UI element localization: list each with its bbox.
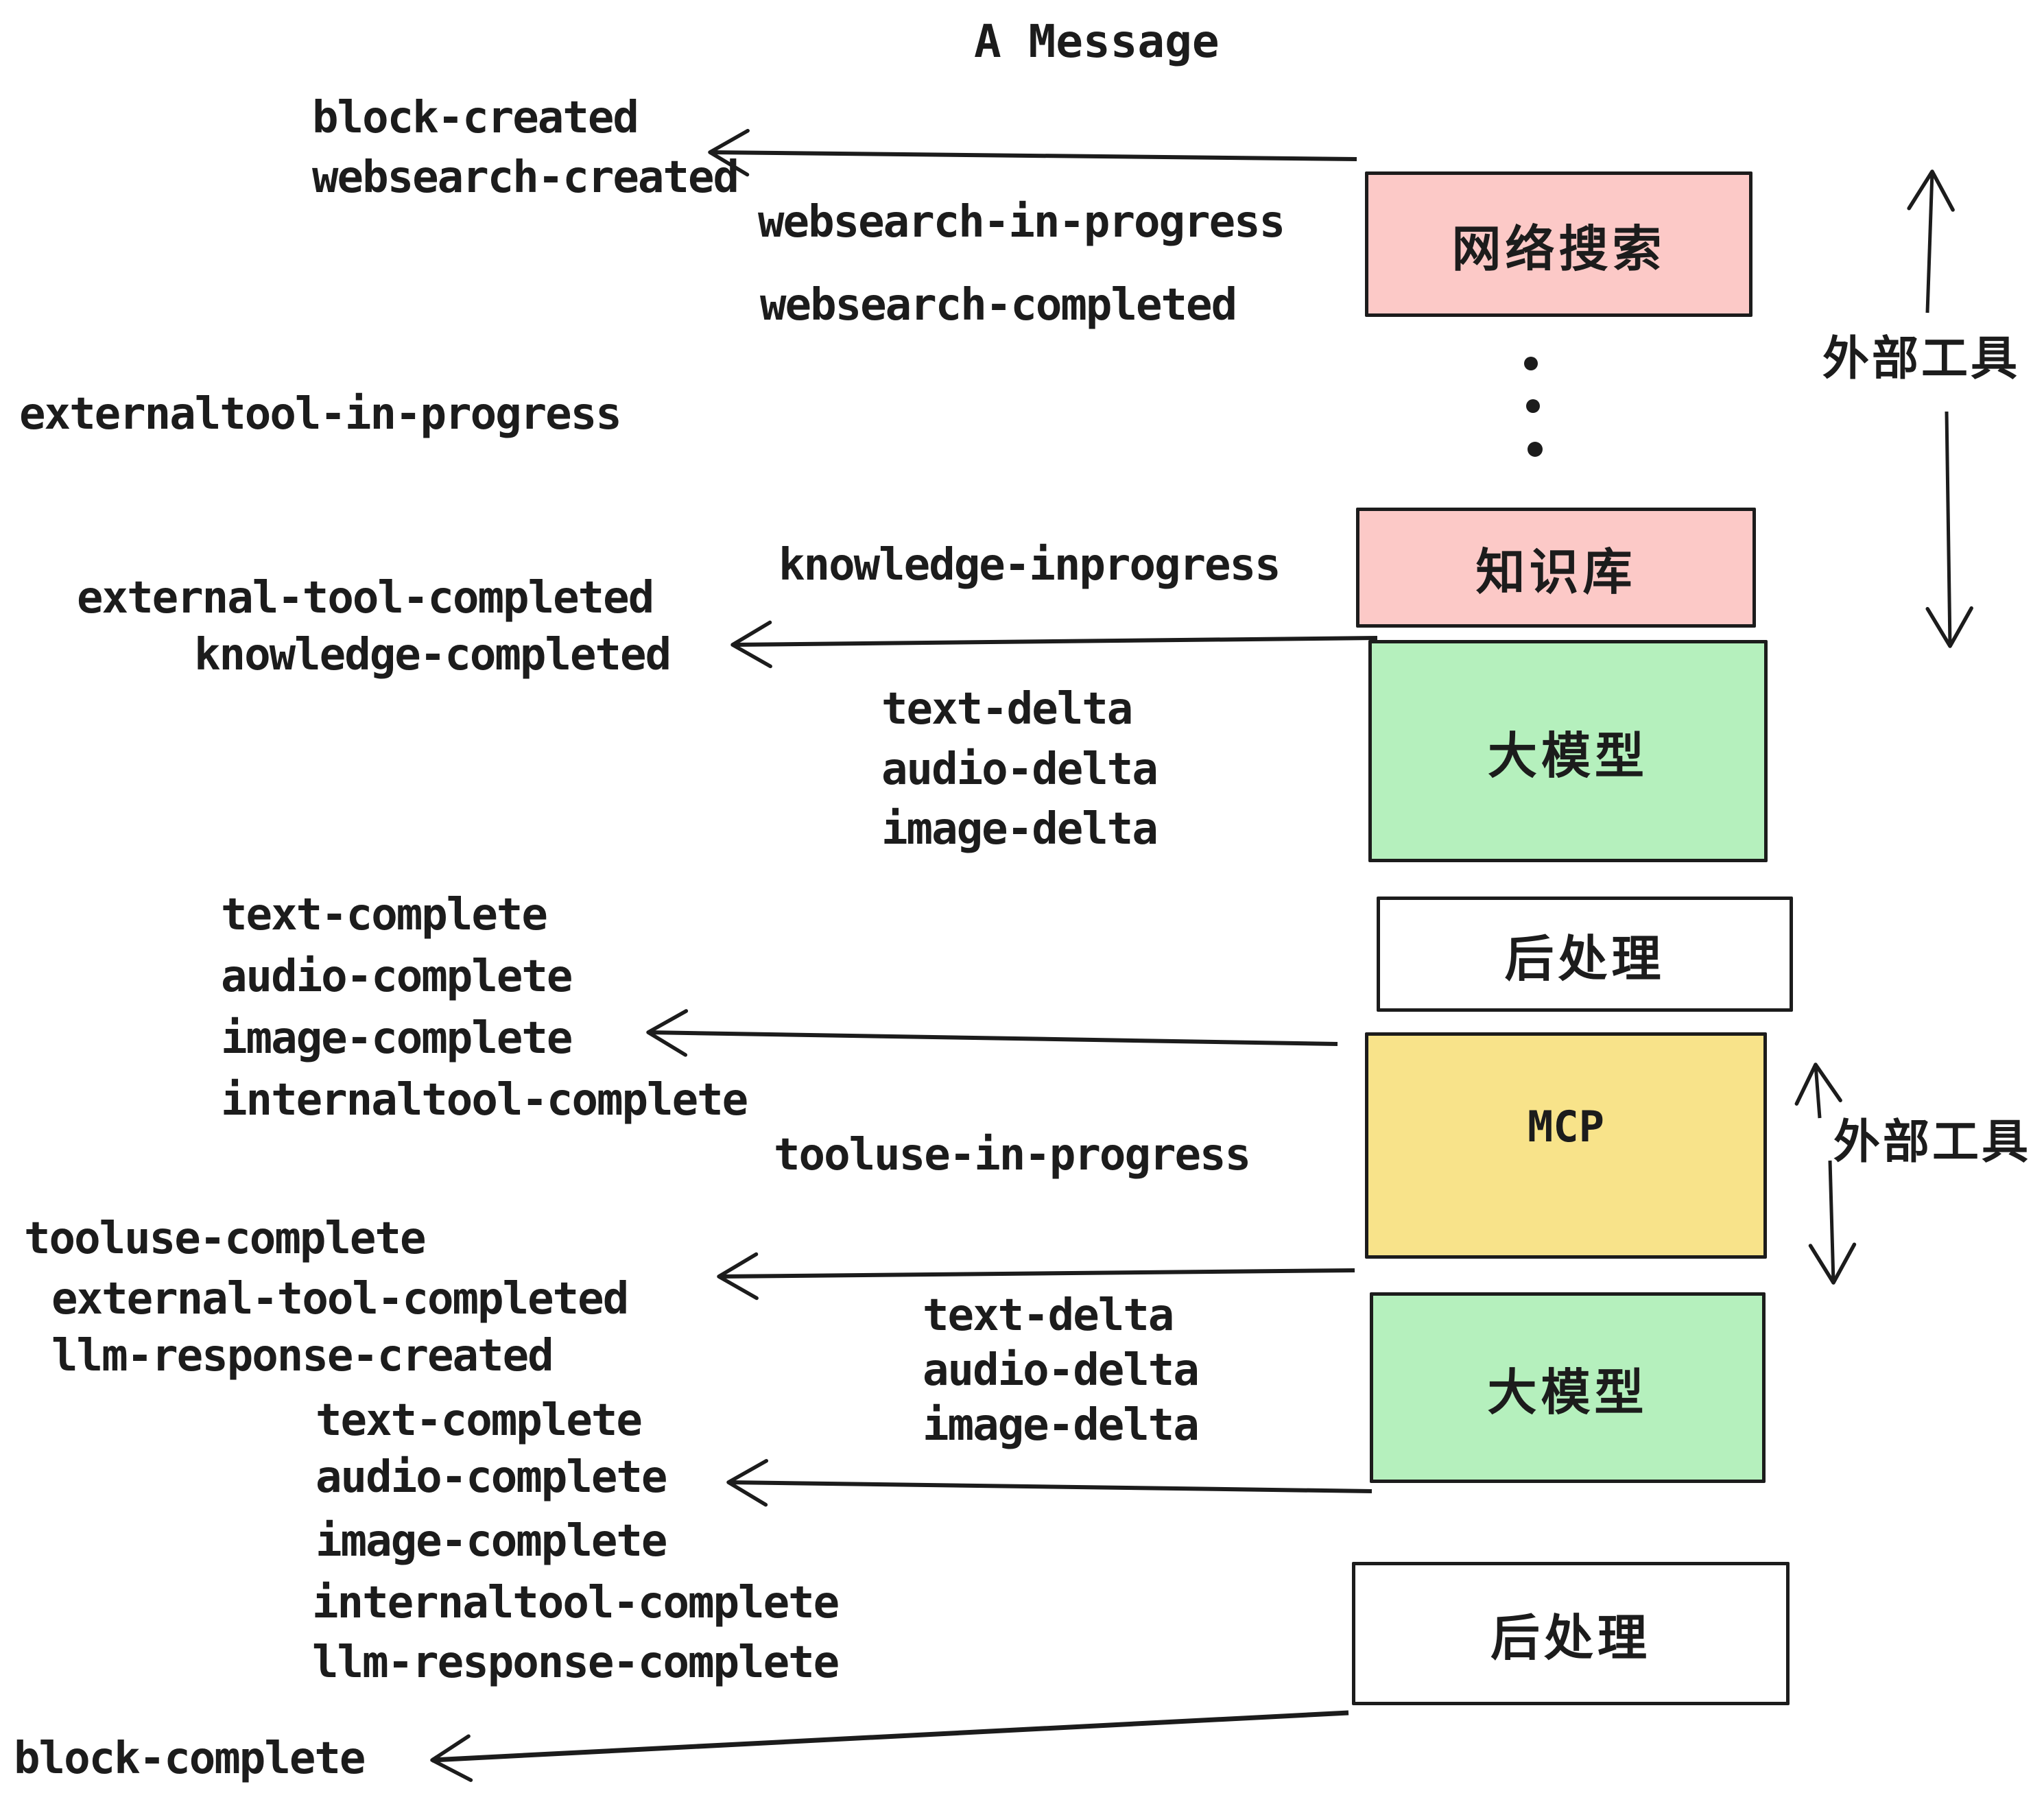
event-tooluse-in-progress: tooluse-in-progress [774, 1130, 1251, 1180]
box-label: 大模型 [1487, 1363, 1648, 1421]
event-internaltool-complete-2: internaltool-complete [312, 1578, 840, 1628]
ellipsis-dot-icon [1528, 442, 1543, 457]
box-postprocess-1: 后处理 [1377, 897, 1793, 1012]
arrow-down-icon [1808, 1160, 1857, 1285]
box-label: 大模型 [1487, 726, 1648, 785]
event-internaltool-complete: internaltool-complete [221, 1075, 748, 1126]
arrow-left-icon [646, 1009, 1338, 1057]
event-image-complete: image-complete [221, 1013, 573, 1064]
box-knowledge: 知识库 [1356, 508, 1756, 628]
event-text-delta-2: text-delta [923, 1290, 1174, 1341]
event-llm-response-complete: llm-response-complete [312, 1637, 840, 1688]
event-websearch-completed: websearch-completed [760, 280, 1237, 331]
box-mcp: MCP [1365, 1032, 1767, 1259]
ellipsis-dot-icon [1526, 399, 1540, 413]
event-text-complete-2: text-complete [316, 1395, 643, 1446]
event-external-tool-completed: external-tool-completed [77, 573, 654, 624]
event-image-complete-2: image-complete [316, 1516, 667, 1567]
page-title: A Message [974, 15, 1220, 68]
box-label: 后处理 [1504, 929, 1665, 988]
box-label: MCP [1528, 1101, 1604, 1152]
arrow-left-icon [730, 620, 1378, 669]
box-label: 网络搜索 [1451, 219, 1666, 278]
external-tools-annotation-2: 外部工具 [1833, 1115, 2032, 1170]
arrow-left-icon [726, 1459, 1372, 1507]
event-text-delta: text-delta [881, 684, 1133, 735]
event-audio-delta: audio-delta [881, 744, 1158, 795]
event-text-complete: text-complete [221, 890, 548, 940]
arrow-down-icon [1925, 411, 1973, 648]
event-block-created: block-created [312, 93, 639, 143]
event-llm-response-created: llm-response-created [51, 1331, 554, 1381]
event-audio-complete: audio-complete [221, 951, 573, 1002]
arrow-up-icon [1907, 169, 1955, 313]
event-externaltool-in-progress: externaltool-in-progress [19, 389, 622, 440]
event-image-delta-2: image-delta [923, 1400, 1200, 1451]
box-websearch: 网络搜索 [1365, 171, 1752, 317]
arrow-left-icon [430, 1710, 1349, 1782]
event-block-complete: block-complete [14, 1733, 366, 1784]
arrow-left-icon [717, 1252, 1355, 1301]
ellipsis-dot-icon [1524, 357, 1538, 370]
event-knowledge-completed: knowledge-completed [194, 630, 672, 680]
event-websearch-created: websearch-created [312, 152, 739, 203]
event-websearch-in-progress: websearch-in-progress [758, 197, 1285, 248]
event-tooluse-complete: tooluse-complete [24, 1213, 426, 1264]
box-llm-1: 大模型 [1368, 640, 1768, 862]
external-tools-annotation-1: 外部工具 [1822, 332, 2021, 386]
event-audio-delta-2: audio-delta [923, 1345, 1200, 1396]
box-postprocess-2: 后处理 [1352, 1562, 1790, 1705]
box-llm-2: 大模型 [1370, 1292, 1766, 1483]
arrow-up-icon [1794, 1063, 1842, 1119]
event-image-delta: image-delta [881, 804, 1158, 855]
event-knowledge-inprogress: knowledge-inprogress [779, 540, 1281, 591]
event-audio-complete-2: audio-complete [316, 1452, 667, 1503]
event-external-tool-completed-2: external-tool-completed [51, 1274, 629, 1325]
box-label: 后处理 [1490, 1609, 1651, 1667]
arrow-left-icon [708, 128, 1357, 177]
box-label: 知识库 [1475, 543, 1637, 601]
